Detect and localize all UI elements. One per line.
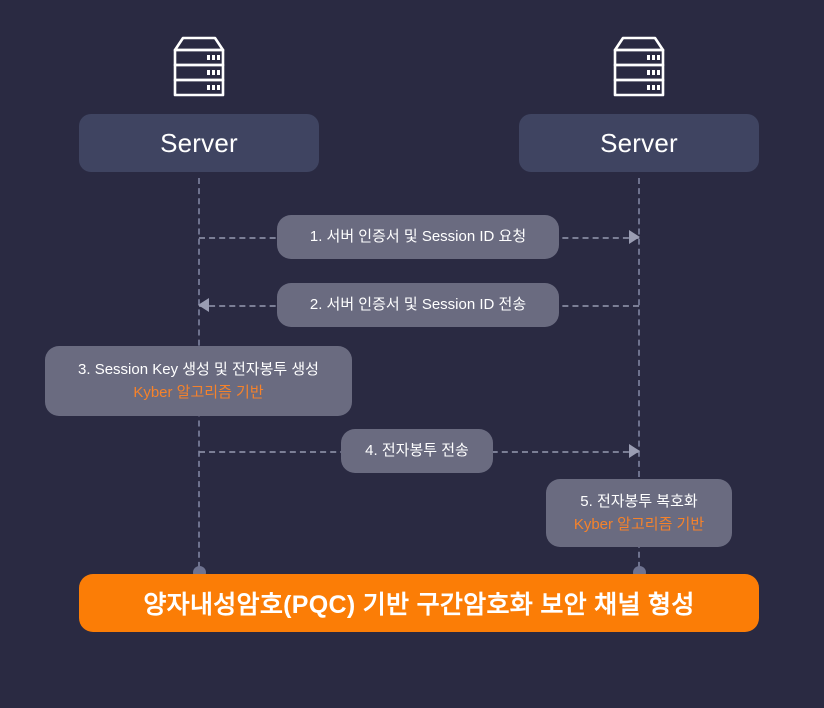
- message-2-arrowhead: [198, 298, 209, 312]
- message-1-text: 1. 서버 인증서 및 Session ID 요청: [309, 228, 527, 246]
- message-4-label[interactable]: 4. 전자봉투 전송: [341, 429, 493, 473]
- actor-right-box[interactable]: Server: [519, 114, 759, 172]
- message-5-label[interactable]: 5. 전자봉투 복호화 Kyber 알고리즘 기반: [546, 479, 732, 547]
- server-rack-icon: [173, 36, 225, 97]
- message-3-text: 3. Session Key 생성 및 전자봉투 생성: [78, 360, 319, 378]
- result-banner[interactable]: 양자내성암호(PQC) 기반 구간암호화 보안 채널 형성: [79, 574, 759, 632]
- lifeline-right: [638, 178, 640, 578]
- message-1-arrowhead: [629, 230, 640, 244]
- actor-right: Server: [519, 30, 759, 172]
- message-5-text: 5. 전자봉투 복호화: [580, 492, 698, 510]
- message-4-arrowhead: [629, 444, 640, 458]
- server-rack-icon: [613, 36, 665, 97]
- actor-left-box[interactable]: Server: [79, 114, 319, 172]
- message-4-text: 4. 전자봉투 전송: [365, 442, 469, 460]
- message-1-label[interactable]: 1. 서버 인증서 및 Session ID 요청: [277, 215, 559, 259]
- actor-right-label: Server: [600, 127, 678, 158]
- message-3-subtext: Kyber 알고리즘 기반: [133, 384, 264, 401]
- message-2-text: 2. 서버 인증서 및 Session ID 전송: [309, 296, 527, 314]
- actor-left-label: Server: [160, 127, 238, 158]
- result-banner-label: 양자내성암호(PQC) 기반 구간암호화 보안 채널 형성: [143, 591, 695, 619]
- message-2-label[interactable]: 2. 서버 인증서 및 Session ID 전송: [277, 283, 559, 327]
- message-3-label[interactable]: 3. Session Key 생성 및 전자봉투 생성 Kyber 알고리즘 기…: [45, 346, 352, 416]
- message-5-subtext: Kyber 알고리즘 기반: [573, 516, 705, 533]
- actor-left: Server: [79, 30, 319, 172]
